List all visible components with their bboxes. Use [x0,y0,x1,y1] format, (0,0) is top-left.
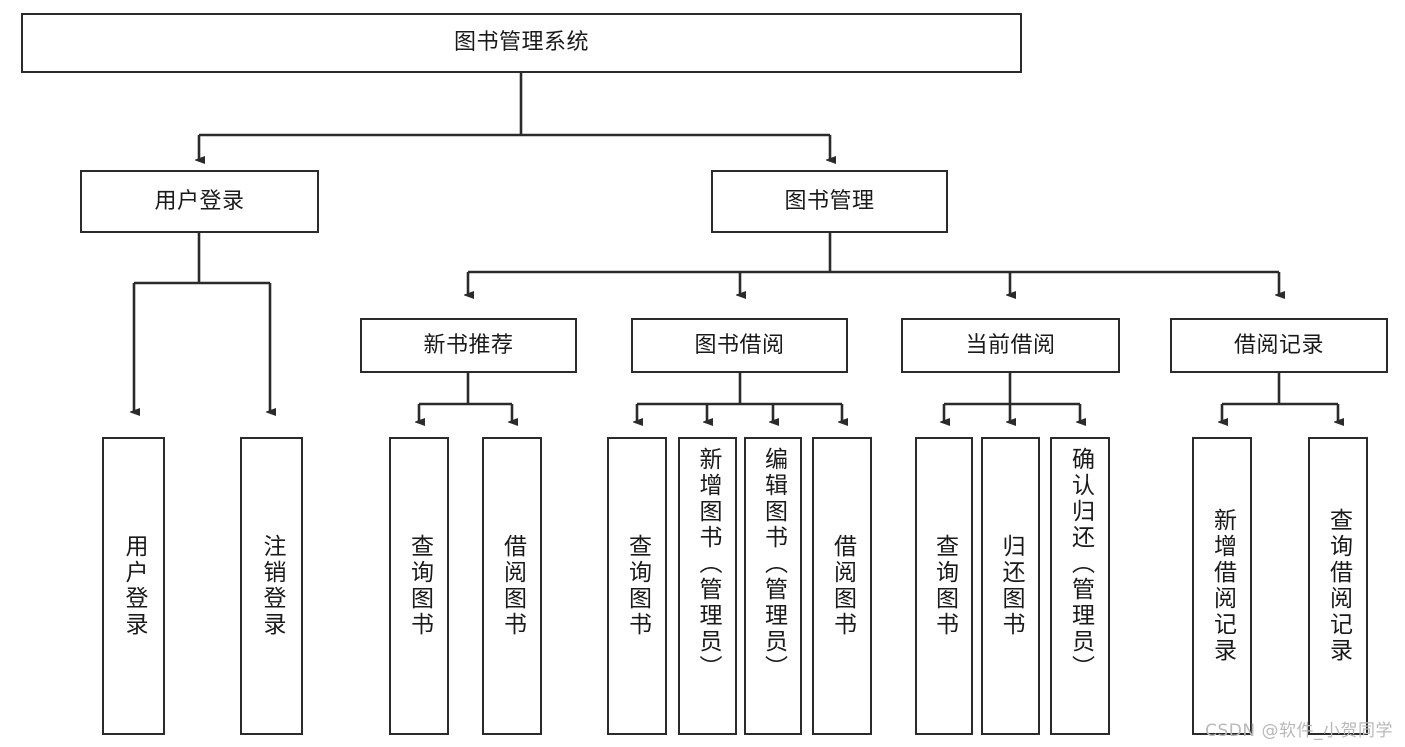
leaf-query-book-2[interactable]: 查询图书 [607,437,667,735]
leaf-edit-book-label: 编辑图书（管理员） [760,447,787,681]
leaf-query-record[interactable]: 查询借阅记录 [1308,437,1368,735]
watermark: CSDN @软件_小贺同学 [1205,721,1393,741]
leaf-logout-login-label: 注销登录 [259,534,285,638]
node-root-label: 图书管理系统 [453,30,589,56]
leaf-user-login-label: 用户登录 [121,534,147,638]
leaf-borrow-book-2-label: 借阅图书 [829,534,856,638]
leaf-borrow-book-2[interactable]: 借阅图书 [812,437,872,735]
leaf-add-record-label: 新增借阅记录 [1209,508,1236,664]
leaf-query-book-2-label: 查询图书 [624,534,651,638]
node-book-manage-label: 图书管理 [784,188,875,214]
node-book-borrow-label: 图书借阅 [694,332,785,358]
node-root[interactable]: 图书管理系统 [21,13,1022,73]
leaf-logout-login[interactable]: 注销登录 [240,437,303,735]
leaf-add-record[interactable]: 新增借阅记录 [1192,437,1252,735]
node-new-book-recommend[interactable]: 新书推荐 [360,318,577,373]
leaf-confirm-return[interactable]: 确认归还（管理员） [1050,437,1110,735]
node-borrow-record-label: 借阅记录 [1233,332,1324,358]
node-book-manage[interactable]: 图书管理 [711,170,948,233]
node-user-login[interactable]: 用户登录 [80,170,319,233]
leaf-query-book-3[interactable]: 查询图书 [915,437,973,735]
leaf-query-record-label: 查询借阅记录 [1325,508,1352,664]
leaf-borrow-book-1[interactable]: 借阅图书 [482,437,542,735]
leaf-user-login[interactable]: 用户登录 [102,437,165,735]
leaf-add-book[interactable]: 新增图书（管理员） [678,437,737,735]
leaf-return-book[interactable]: 归还图书 [981,437,1040,735]
leaf-query-book-1[interactable]: 查询图书 [389,437,449,735]
leaf-query-book-1-label: 查询图书 [406,534,433,638]
node-borrow-record[interactable]: 借阅记录 [1170,318,1388,373]
node-current-borrow-label: 当前借阅 [965,332,1056,358]
leaf-query-book-3-label: 查询图书 [931,534,958,638]
node-new-book-recommend-label: 新书推荐 [423,332,514,358]
leaf-borrow-book-1-label: 借阅图书 [499,534,526,638]
leaf-edit-book[interactable]: 编辑图书（管理员） [744,437,802,735]
node-current-borrow[interactable]: 当前借阅 [901,318,1120,373]
leaf-confirm-return-label: 确认归还（管理员） [1067,447,1094,681]
leaf-return-book-label: 归还图书 [998,534,1024,638]
node-book-borrow[interactable]: 图书借阅 [631,318,848,373]
leaf-add-book-label: 新增图书（管理员） [695,447,721,681]
node-user-login-label: 用户登录 [154,188,245,214]
